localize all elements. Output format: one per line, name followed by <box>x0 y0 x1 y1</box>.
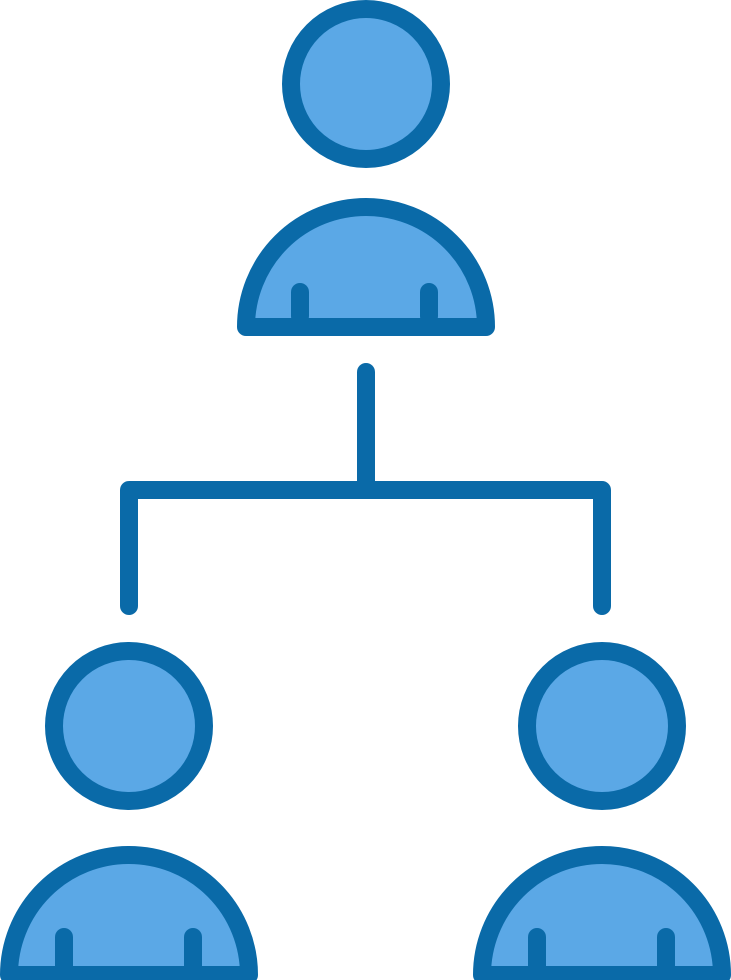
connector-lines <box>120 363 611 615</box>
person-top <box>237 0 495 336</box>
person-bottom-left <box>0 642 258 980</box>
person-bottom-right-head <box>518 642 686 810</box>
person-bottom-left-body <box>0 846 258 980</box>
person-bottom-right <box>473 642 731 980</box>
person-bottom-left-head <box>45 642 213 810</box>
connector-branch <box>120 481 611 615</box>
person-top-body <box>237 198 495 336</box>
person-top-head <box>282 0 450 168</box>
person-bottom-right-body <box>473 846 731 980</box>
